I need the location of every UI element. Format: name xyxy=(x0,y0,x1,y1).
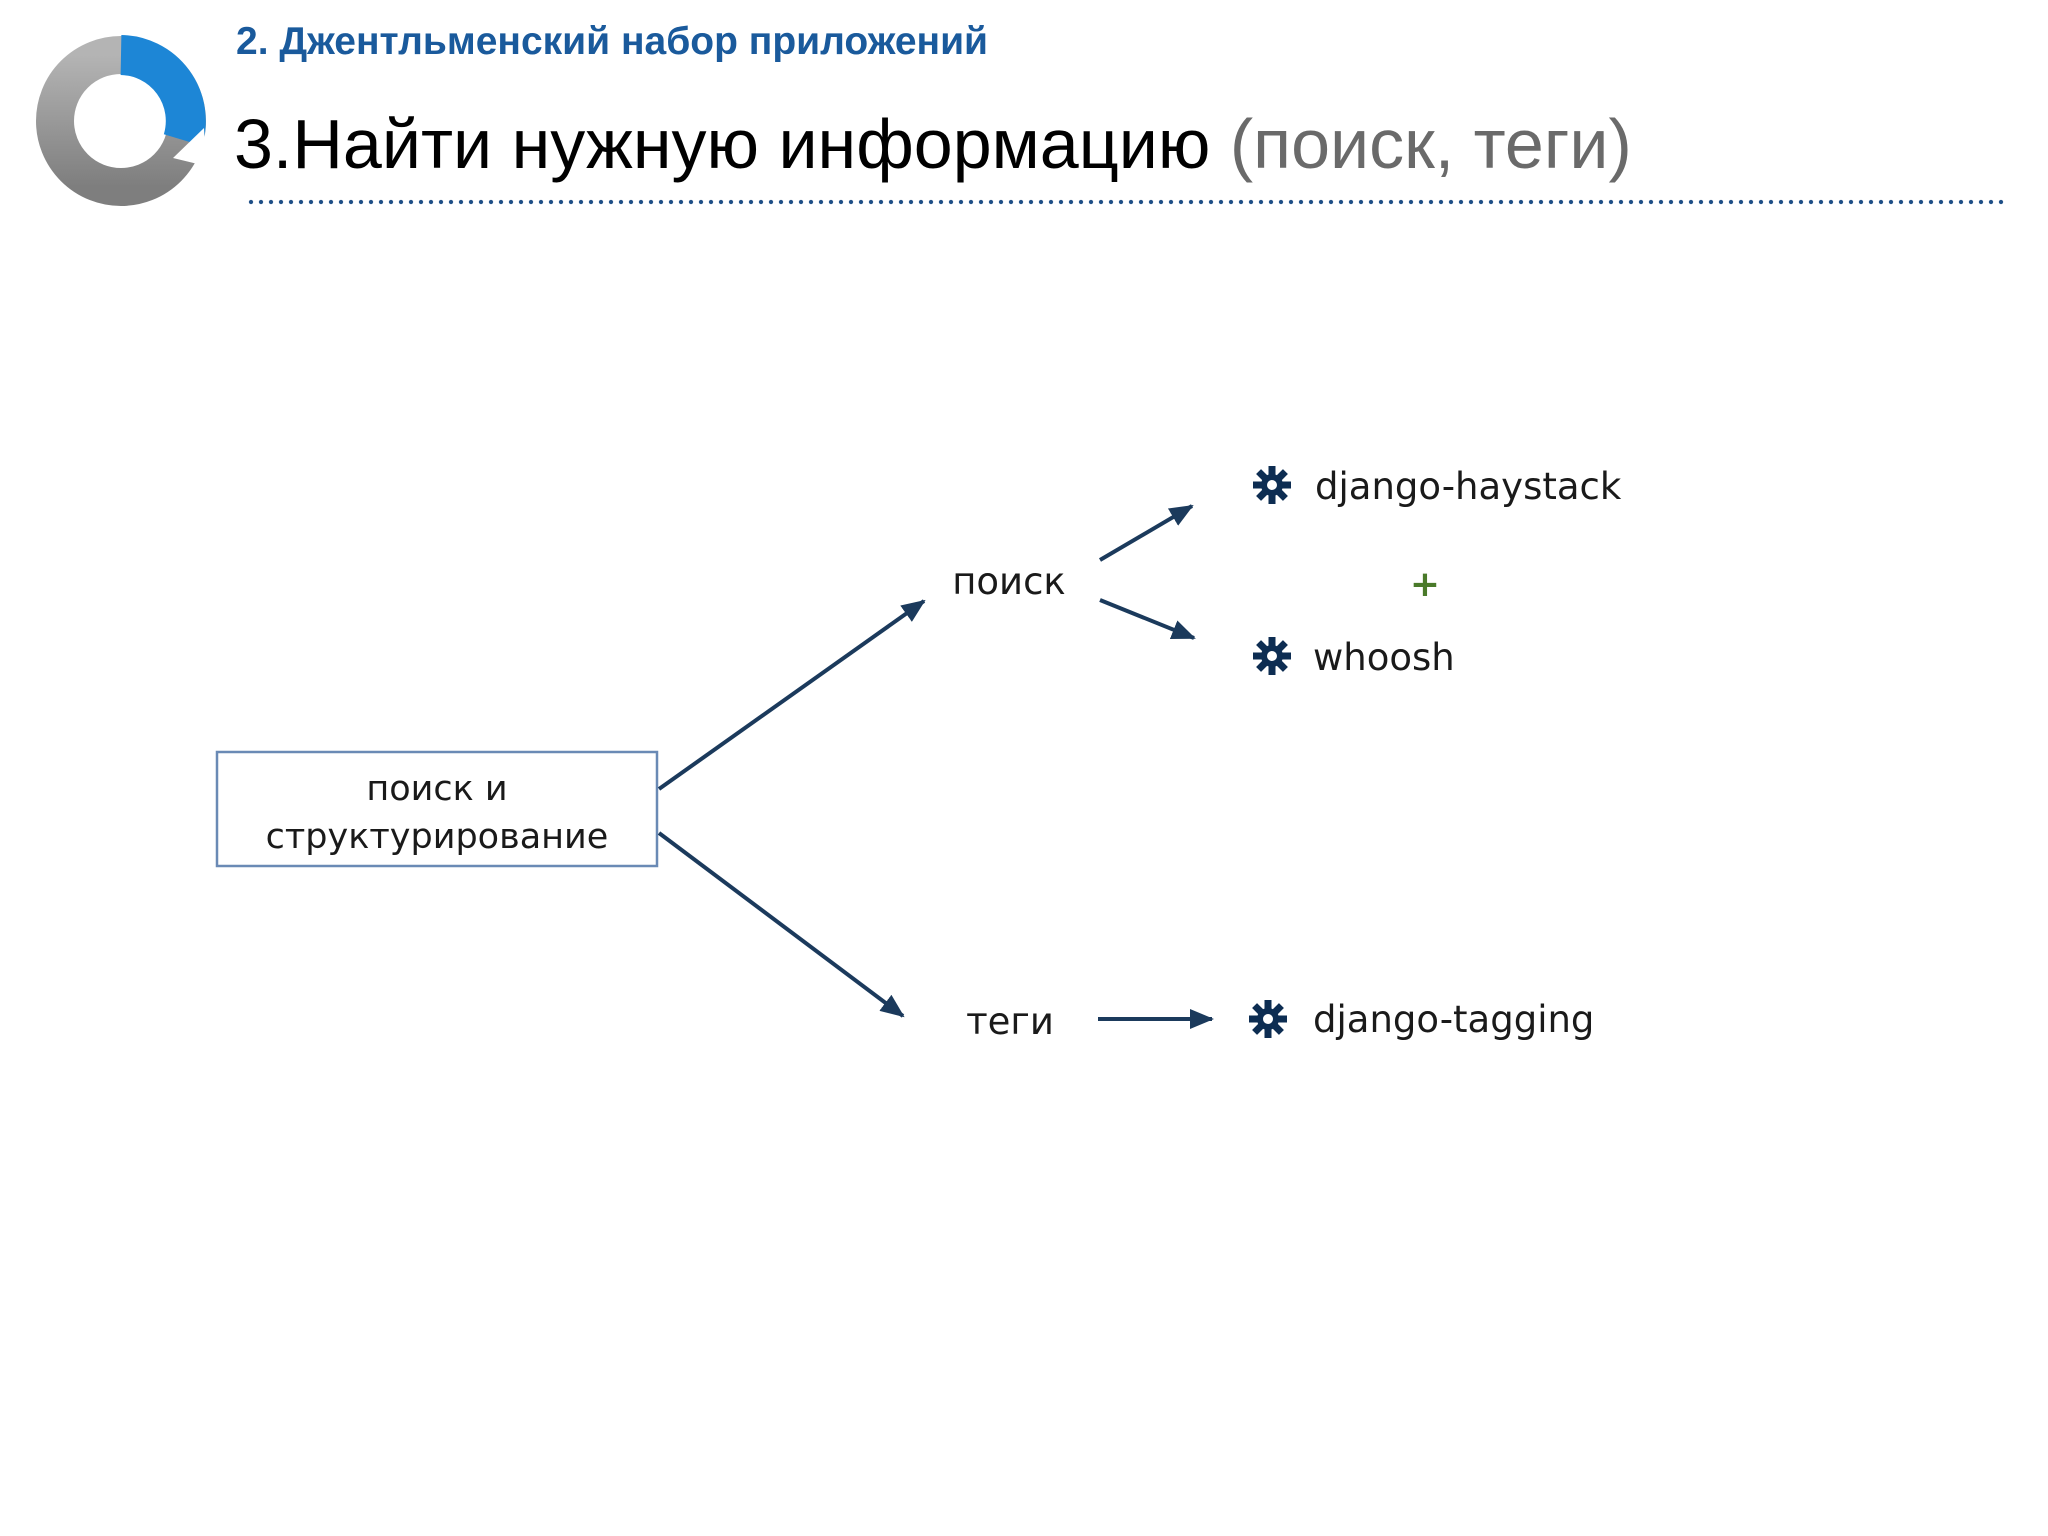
root-node-label-line1: поиск и xyxy=(366,769,507,809)
arrow-search-to-haystack xyxy=(1098,504,1194,562)
branch-search-label: поиск xyxy=(952,560,1066,603)
gear-icon xyxy=(1249,1000,1287,1038)
section-title: 2. Джентльменский набор приложений xyxy=(236,20,989,63)
logo-ring-icon xyxy=(36,35,206,206)
title-divider xyxy=(246,198,2006,206)
app-tagging-label: django-tagging xyxy=(1313,998,1594,1041)
gear-icon xyxy=(1253,637,1291,675)
arrow-search-to-whoosh xyxy=(1099,598,1196,640)
title-main: 3.Найти нужную информацию xyxy=(234,105,1211,183)
plus-sign: + xyxy=(1410,564,1440,605)
gear-icon xyxy=(1253,466,1291,504)
arrow-root-to-tags xyxy=(657,831,905,1018)
app-whoosh-label: whoosh xyxy=(1313,636,1455,679)
page-title: 3.Найти нужную информацию (поиск, теги) xyxy=(234,104,1632,184)
root-node-label-line2: структурирование xyxy=(266,817,609,857)
branch-tags-label: теги xyxy=(966,1000,1054,1043)
app-haystack-label: django-haystack xyxy=(1315,465,1622,508)
title-sub: (поиск, теги) xyxy=(1229,105,1632,183)
root-node-box xyxy=(215,750,659,868)
arrow-root-to-search xyxy=(657,599,926,791)
